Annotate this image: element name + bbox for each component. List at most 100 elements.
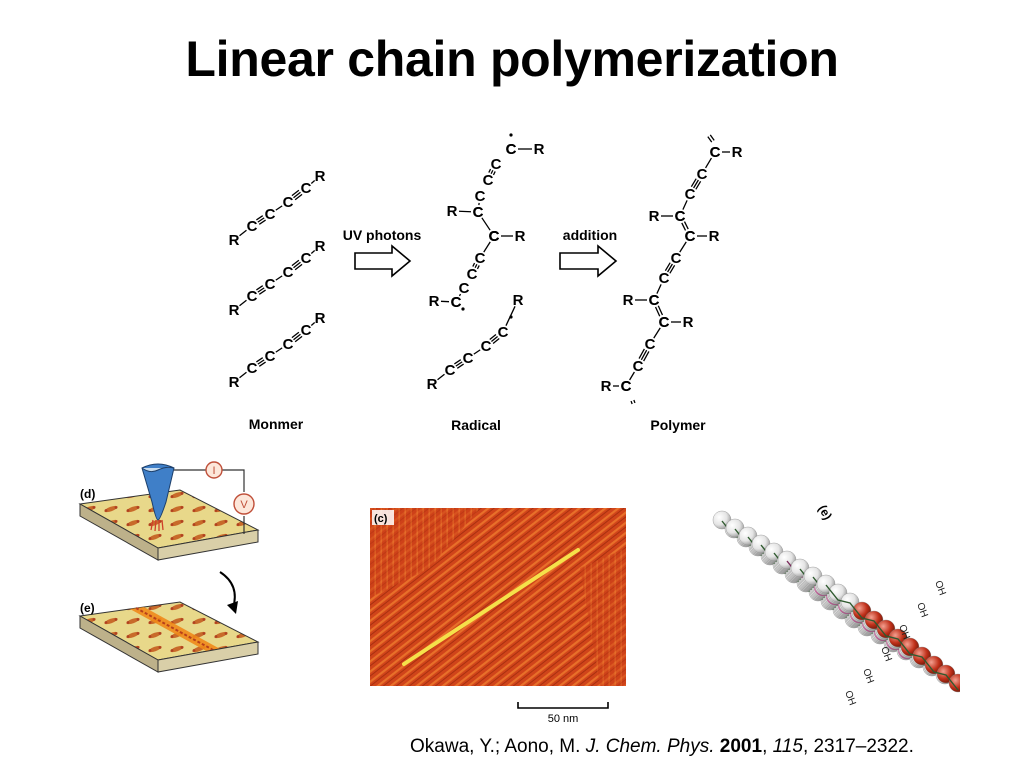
atom-c: C xyxy=(475,188,486,205)
triple-bond xyxy=(294,193,303,201)
triple-bond xyxy=(472,262,476,267)
triple-bond xyxy=(257,287,265,293)
single-bond xyxy=(653,327,661,339)
atom-c: C xyxy=(675,208,686,225)
triple-bond xyxy=(492,337,500,345)
panel-label-model: (e) xyxy=(815,503,834,523)
triple-bond xyxy=(293,261,301,269)
atom-c: C xyxy=(459,280,470,297)
citation-journal: J. Chem. Phys. xyxy=(585,736,715,757)
triple-bond xyxy=(474,263,478,269)
radical-dot xyxy=(509,133,513,137)
scale-bar-label: 50 nm xyxy=(548,713,579,725)
voltage-label: V xyxy=(240,499,248,511)
substrate-top xyxy=(78,489,260,561)
atom-c: C xyxy=(697,166,708,183)
atom-c: C xyxy=(506,141,517,158)
atom-c: C xyxy=(489,228,500,245)
triple-bond xyxy=(293,191,301,199)
polymer-nanowire xyxy=(402,548,580,666)
atom-c: C xyxy=(649,292,660,309)
triple-bond xyxy=(455,361,463,367)
molecule-model xyxy=(712,510,960,693)
triple-bond xyxy=(291,189,300,197)
single-bond xyxy=(275,205,283,211)
atom-c: C xyxy=(445,362,456,379)
double-bond xyxy=(630,400,633,405)
triple-bond xyxy=(293,333,301,341)
single-bond xyxy=(473,349,481,355)
panel-label-e: (e) xyxy=(80,601,95,615)
oh-label: OH xyxy=(878,645,893,663)
triple-bond xyxy=(256,215,264,221)
citation-pages: , 2317–2322. xyxy=(802,736,914,757)
current-meter-icon xyxy=(205,461,223,479)
single-bond xyxy=(437,373,445,381)
atom-c: C xyxy=(659,314,670,331)
atom-c: C xyxy=(649,292,660,309)
atom-c: C xyxy=(301,180,312,197)
atom-r: R xyxy=(229,374,240,391)
atom-c: C xyxy=(451,294,462,311)
atom-c: C xyxy=(463,350,474,367)
double-bond xyxy=(633,399,636,404)
transition-arrow-icon xyxy=(219,571,238,614)
triple-bond xyxy=(257,217,265,223)
triple-bond xyxy=(258,361,266,367)
atom-r: R xyxy=(515,228,526,245)
oh-label: OH xyxy=(932,579,947,597)
atom-c: C xyxy=(247,288,258,305)
single-bond xyxy=(275,275,283,281)
triple-bond xyxy=(643,351,650,362)
single-bond xyxy=(682,200,688,210)
atom-c: C xyxy=(283,264,294,281)
atom-r: R xyxy=(623,292,634,309)
scale-bar xyxy=(517,702,609,709)
atom-r: R xyxy=(649,208,660,225)
atom-c: C xyxy=(265,348,276,365)
double-bond xyxy=(657,305,664,316)
atom-c: C xyxy=(671,250,682,267)
atom-c: C xyxy=(633,358,644,375)
triple-bond xyxy=(693,179,699,189)
atom-c: C xyxy=(710,144,721,161)
triple-bond xyxy=(640,349,648,361)
atom-c: C xyxy=(283,336,294,353)
atom-r: R xyxy=(447,203,458,220)
atom-r: R xyxy=(315,168,326,185)
single-bond xyxy=(458,293,462,297)
voltage-meter-icon xyxy=(233,493,255,515)
triple-bond xyxy=(664,262,671,271)
triple-bond xyxy=(454,359,462,365)
citation-authors: Okawa, Y.; Aono, M. xyxy=(410,736,586,757)
triple-bond xyxy=(695,181,702,190)
double-bond xyxy=(707,136,713,143)
single-bond xyxy=(275,347,283,353)
atom-c: C xyxy=(621,378,632,395)
atom-c: C xyxy=(301,322,312,339)
single-bond xyxy=(679,241,687,253)
atom-c: C xyxy=(247,218,258,235)
stm-tip-icon xyxy=(141,463,175,532)
atom-c: C xyxy=(481,338,492,355)
triple-bond xyxy=(488,168,492,173)
single-bond xyxy=(310,250,316,254)
atom-c: C xyxy=(283,194,294,211)
atom-c: C xyxy=(451,294,462,311)
stm-image xyxy=(370,508,626,686)
oh-label: OH xyxy=(914,601,929,619)
triple-bond xyxy=(256,357,264,363)
triple-bond xyxy=(667,263,673,273)
atom-sphere xyxy=(948,673,960,693)
atom-c: C xyxy=(489,228,500,245)
triple-bond xyxy=(490,335,499,343)
atom-r: R xyxy=(534,141,545,158)
atom-c: C xyxy=(473,204,484,221)
triple-bond xyxy=(489,333,497,341)
atom-r: R xyxy=(427,376,438,393)
triple-bond xyxy=(638,348,645,359)
citation-volume: 115 xyxy=(772,736,803,757)
